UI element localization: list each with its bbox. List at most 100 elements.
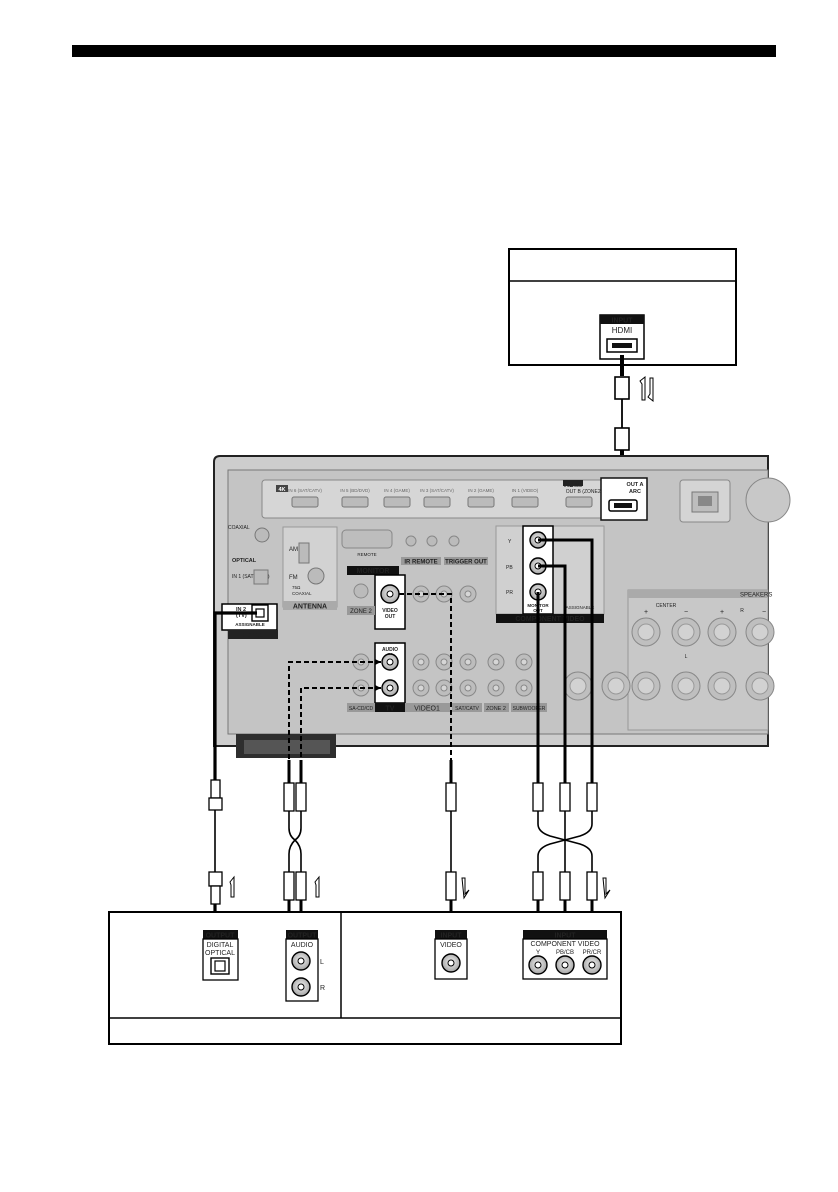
device-comp-pb: PB/CB: [556, 950, 574, 956]
device-comp-pr: PR/CR: [583, 950, 602, 956]
top-bar: [72, 45, 776, 57]
hdmi-input-label: IN 2 (GAME): [468, 488, 494, 493]
receiver-jack-center: [417, 684, 425, 692]
digital-label: DIGITAL: [239, 633, 267, 640]
device-audio-header: OUTPUT: [288, 933, 318, 940]
speaker-terminal-center: [637, 623, 655, 641]
device-box: OUTPUT DIGITAL OPTICAL OUTPUT AUDIO L R …: [108, 911, 622, 1045]
optical-cable: [208, 611, 257, 938]
arrow-down-icon: [461, 877, 470, 900]
ir-out-jack[interactable]: [426, 535, 438, 547]
assignable-small-label: ASSIGNABLE: [566, 605, 595, 610]
fm-coaxial: COAXIAL: [292, 591, 312, 596]
device-audio-label: AUDIO: [291, 942, 314, 949]
optical-in1-port[interactable]: [253, 569, 269, 585]
optical-label: OPTICAL: [232, 558, 257, 564]
speaker-terminal-center: [637, 677, 655, 695]
device-audio-l: L: [320, 959, 324, 966]
sa-cd-label: SA-CD/CD: [349, 706, 374, 712]
device-comp-header: INPUT: [555, 933, 577, 940]
video-out-line1: VIDEO: [382, 608, 398, 614]
hdmi-input-label: IN 5 (BD/DVD): [340, 488, 370, 493]
center-label: CENTER: [656, 603, 677, 609]
speaker-terminal-center: [713, 677, 731, 695]
hdmi-strip: HDMI 4K IN 6 (SAT/CATV)IN 5 (BD/DVD)IN 4…: [261, 479, 643, 519]
bidirectional-arrow-icon: [639, 375, 654, 403]
tv-hdmi-label: HDMI: [612, 326, 632, 335]
hdmi-input-port[interactable]: [511, 496, 539, 508]
device-optical-line2: OPTICAL: [205, 950, 235, 957]
hdmi-input-port[interactable]: [423, 496, 451, 508]
receiver-jack-center: [464, 684, 472, 692]
receiver-jack-center: [492, 684, 500, 692]
video1-label: VIDEO1: [414, 706, 440, 713]
device-video-label: VIDEO: [440, 942, 462, 949]
fan-icon: [745, 477, 791, 523]
device-video-header: INPUT: [441, 933, 463, 940]
tv-hdmi-input[interactable]: INPUT HDMI: [599, 314, 645, 360]
tv-label: TV: [386, 706, 395, 713]
center-minus: −: [684, 609, 688, 616]
hdmi-input-port[interactable]: [467, 496, 495, 508]
fm-label: FM: [289, 575, 298, 581]
optical-in2-port[interactable]: [251, 604, 269, 622]
device-comp-line1: COMPONENT VIDEO: [530, 941, 600, 948]
trigger-jack[interactable]: [448, 535, 460, 547]
antenna-area: AM FM 75Ω COAXIAL ANTENNA: [282, 526, 338, 611]
assignable-label: ASSIGNABLE: [235, 622, 265, 627]
tv-box: INPUT HDMI: [508, 248, 737, 366]
am-terminal[interactable]: [298, 542, 310, 564]
receiver-jack-center: [440, 684, 448, 692]
hdmi-input-port[interactable]: [383, 496, 411, 508]
fm-jack[interactable]: [307, 567, 325, 585]
device-video-input[interactable]: INPUT VIDEO: [434, 930, 468, 980]
speaker-terminal-center: [569, 677, 587, 695]
monitor-label: MONITOR: [357, 568, 390, 575]
optical-in2-line1: IN 2: [236, 607, 246, 613]
hdmi-out-a-line2: ARC: [629, 489, 641, 495]
front-plus: +: [720, 609, 724, 616]
coaxial-jack[interactable]: [254, 527, 270, 543]
hdmi-input-label: IN 4 (GAME): [384, 488, 410, 493]
device-audio-output[interactable]: OUTPUT AUDIO L R: [285, 930, 325, 1002]
ir-in-jack[interactable]: [405, 535, 417, 547]
device-optical-line1: DIGITAL: [207, 942, 234, 949]
speaker-terminal-center: [677, 677, 695, 695]
arrow-up-icon: [229, 875, 235, 898]
speaker-terminal-center: [751, 677, 769, 695]
audio-plug-bottom: [283, 871, 307, 901]
device-comp-y: Y: [536, 949, 541, 956]
device-component-input[interactable]: INPUT COMPONENT VIDEO Y PB/CB PR/CR: [522, 930, 608, 980]
coaxial-label: COAXIAL: [228, 525, 250, 531]
receiver-jack-center: [520, 658, 528, 666]
zone2-video-jack[interactable]: [353, 583, 369, 599]
hdmi-input-port[interactable]: [291, 496, 319, 508]
audio-in-line1: AUDIO: [382, 647, 398, 653]
hdmi-out-a[interactable]: OUT A ARC: [600, 477, 648, 521]
optical-in2-line2: (TV): [236, 613, 247, 619]
receiver-jack-center: [464, 658, 472, 666]
speaker-terminal-center: [713, 623, 731, 641]
remote-port[interactable]: [341, 529, 393, 549]
arrow-down-icon: [602, 877, 611, 900]
speaker-terminal-center: [751, 623, 769, 641]
receiver-jack-center: [520, 684, 528, 692]
device-optical-output[interactable]: OUTPUT DIGITAL OPTICAL: [202, 930, 239, 981]
hdmi-4k-text: 4K: [278, 487, 285, 493]
hdmi-out-b: OUT B (ZONE2): [566, 489, 603, 495]
hdmi-input-label: IN 3 (SAT/CATV): [420, 488, 454, 493]
speaker-terminal-center: [677, 623, 695, 641]
device-optical-header: OUTPUT: [206, 933, 236, 940]
speakers-area: SPEAKERS CENTER + − + R − L: [563, 589, 775, 731]
tv-audio-block: AUDIO IN TV SA-CD/CD VIDEO1 SAT/CATV ZON…: [347, 642, 547, 713]
receiver-panel: HDMI 4K IN 6 (SAT/CATV)IN 5 (BD/DVD)IN 4…: [213, 455, 791, 758]
receiver-jack-center: [417, 658, 425, 666]
tv-hdmi-header: INPUT: [612, 318, 634, 325]
comp-y-label: Y: [508, 539, 512, 545]
receiver-jack-center: [440, 658, 448, 666]
arrow-up-icon: [314, 875, 320, 898]
hdmi-out-b-port[interactable]: [565, 496, 593, 508]
hdmi-input-port[interactable]: [341, 496, 369, 508]
subwoofer-label: SUBWOOFER: [513, 706, 546, 712]
